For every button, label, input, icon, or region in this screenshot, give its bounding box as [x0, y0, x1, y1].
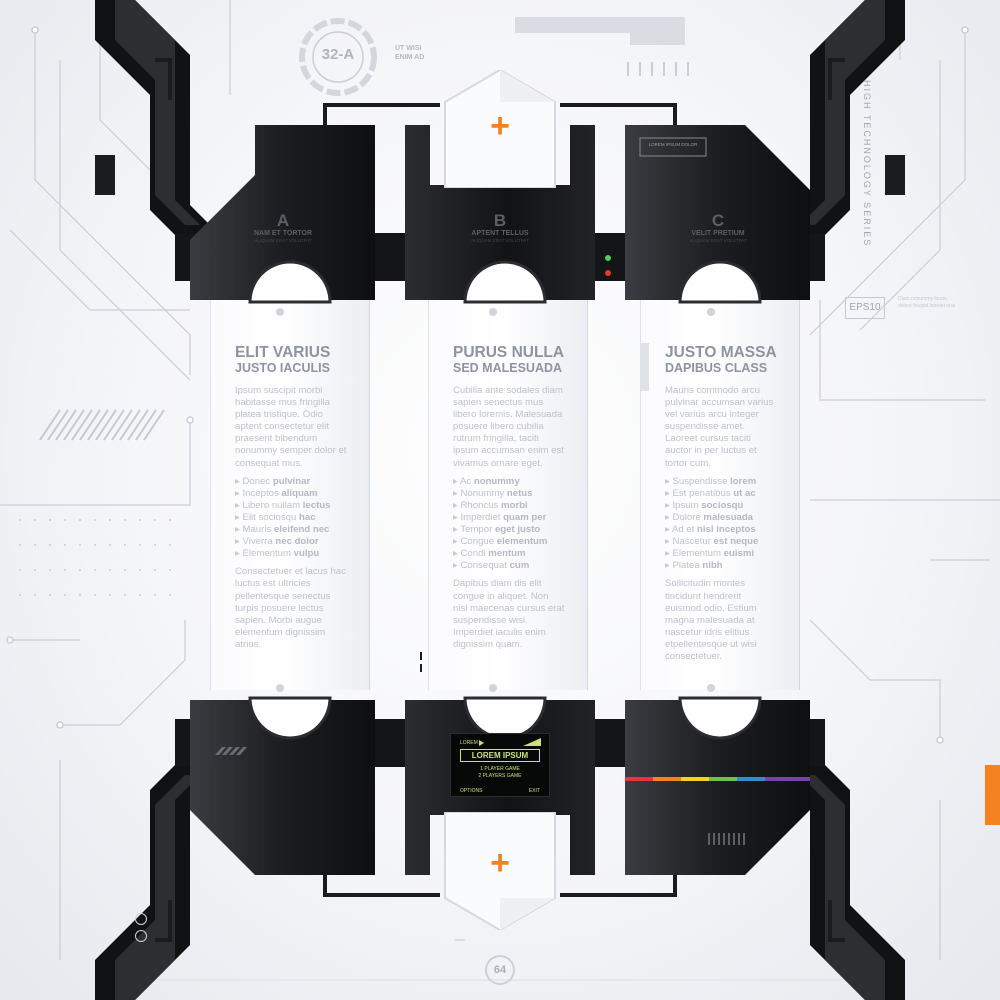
- list-item: Ad et nisl inceptos: [665, 524, 777, 536]
- screen-option-1[interactable]: 1 PLAYER GAME: [480, 766, 520, 772]
- column-c: JUSTO MASSA DAPIBUS CLASS Mauris commodo…: [640, 300, 800, 690]
- block-sub: APTENT TELLUS: [471, 230, 529, 237]
- badge-side-text: UT WISI ENIM AD: [395, 44, 424, 62]
- column-intro: Ipsum suscipit morbi habitasse mus fring…: [235, 385, 347, 469]
- block-label-c: C VELIT PRETIUM ALIQUAM ERAT VOLUTPAT: [663, 212, 773, 244]
- list-item: Elementum euismi: [665, 548, 777, 560]
- shield-bottom: [444, 812, 556, 930]
- block-sub: VELIT PRETIUM: [691, 230, 745, 237]
- list-item: Ipsum sociosqu: [665, 500, 777, 512]
- list-item: Donec pulvinar: [235, 476, 347, 488]
- column-intro: Mauris commodo arcu pulvinar accumsan va…: [665, 385, 774, 469]
- eps-label: EPS10: [845, 297, 885, 319]
- column-outro: Dapibus diam dis elit congue in aliquet.…: [453, 578, 565, 650]
- list-item: Condi mentum: [453, 548, 565, 560]
- column-intro: Cubilia ante sodales diam sapien senectu…: [453, 385, 564, 469]
- column-b: PURUS NULLA SED MALESUADA Cubilia ante s…: [428, 300, 588, 690]
- block-sub-2: ALIQUAM ERAT VOLUTPAT: [254, 238, 312, 243]
- column-list: Suspendisse lorem Est penatibus ut ac Ip…: [665, 476, 777, 573]
- list-item: Ac nonummy: [453, 476, 565, 488]
- list-item: Tempor eget justo: [453, 524, 565, 536]
- badge-side-line-2: ENIM AD: [395, 54, 425, 61]
- column-a: ELIT VARIUS JUSTO IACULIS Ipsum suscipit…: [210, 300, 370, 690]
- column-title: ELIT VARIUS: [235, 344, 331, 361]
- shield-top: [444, 70, 556, 188]
- list-item: Nascetur est neque: [665, 536, 777, 548]
- badge-ring: [299, 18, 377, 96]
- column-outro: Consectetuer et lacus hac luctus est ult…: [235, 566, 346, 650]
- column-title: JUSTO MASSA: [665, 344, 777, 361]
- plus-icon: +: [490, 107, 510, 145]
- block-letter: B: [493, 211, 507, 230]
- list-item: Platea nibh: [665, 560, 777, 572]
- signal-bars-icon: [523, 738, 541, 746]
- screen-top-label: LOREM: [460, 740, 478, 746]
- badge-side-line-1: UT WISI: [395, 45, 422, 52]
- block-letter: C: [711, 211, 725, 230]
- plus-icon: +: [490, 844, 510, 882]
- block-sub-2: ALIQUAM ERAT VOLUTPAT: [471, 238, 529, 243]
- eps-note: Diam nonummy lorem, dolore feugiat laore…: [898, 296, 955, 309]
- play-icon: [479, 740, 484, 746]
- list-item: Imperdiet quam per: [453, 512, 565, 524]
- list-item: Est penatibus ut ac: [665, 488, 777, 500]
- list-item: Elementum vulpu: [235, 548, 347, 560]
- block-label-a: A NAM ET TORTOR ALIQUAM ERAT VOLUTPAT: [228, 212, 338, 244]
- column-title: PURUS NULLA: [453, 344, 565, 361]
- list-item: Mauris eleifend nec: [235, 524, 347, 536]
- game-screen: LOREM LOREM IPSUM 1 PLAYER GAME 2 PLAYER…: [450, 733, 550, 797]
- screen-options-button[interactable]: OPTIONS: [460, 788, 483, 794]
- list-item: Inceptos aliquam: [235, 488, 347, 500]
- block-sub-2: ALIQUAM ERAT VOLUTPAT: [689, 238, 747, 243]
- block-letter: A: [276, 211, 290, 230]
- column-list: Donec pulvinar Inceptos aliquam Libero n…: [235, 476, 347, 561]
- power-button-icon[interactable]: [135, 913, 147, 925]
- screen-exit-button[interactable]: EXIT: [528, 788, 540, 794]
- list-item: Rhoncus morbi: [453, 500, 565, 512]
- page-number: 64: [485, 955, 515, 985]
- column-outro: Sollicitudin montes tincidunt hendrerit …: [665, 578, 757, 662]
- badge-code: 32-A: [321, 46, 355, 63]
- column-list: Ac nonummy Nonummy netus Rhoncus morbi I…: [453, 476, 565, 573]
- screen-title: LOREM IPSUM: [460, 749, 540, 762]
- power-button-icon[interactable]: [135, 930, 147, 942]
- block-label-b: B APTENT TELLUS ALIQUAM ERAT VOLUTPAT: [445, 212, 555, 244]
- screen-option-2[interactable]: 2 PLAYERS GAME: [478, 773, 522, 779]
- block-sub: NAM ET TORTOR: [253, 230, 313, 237]
- list-item: Congue elementum: [453, 536, 565, 548]
- list-item: Nonummy netus: [453, 488, 565, 500]
- list-item: Suspendisse lorem: [665, 476, 777, 488]
- column-subtitle: JUSTO IACULIS: [235, 361, 330, 375]
- list-item: Dolore malesuada: [665, 512, 777, 524]
- column-tab: [640, 343, 649, 391]
- list-item: Consequat cum: [453, 560, 565, 572]
- list-item: Libero nullam lectus: [235, 500, 347, 512]
- plate-text: LOREM IPSUM DOLOR: [648, 142, 698, 147]
- column-subtitle: SED MALESUADA: [453, 361, 563, 375]
- list-item: Viverra nec dolor: [235, 536, 347, 548]
- list-item: Elit sociosqu hac: [235, 512, 347, 524]
- column-subtitle: DAPIBUS CLASS: [665, 361, 768, 375]
